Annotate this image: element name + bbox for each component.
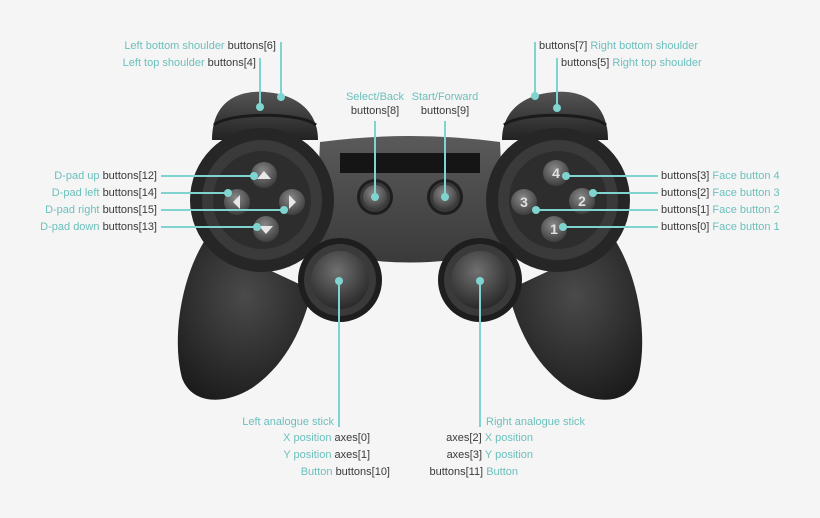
label-left-stick-x: X position axes[0] — [283, 431, 370, 445]
label-index: buttons[12] — [102, 170, 157, 182]
label-right-bottom-shoulder: buttons[7] Right bottom shoulder — [539, 39, 698, 53]
label-dpad-up: D-pad up buttons[12] — [54, 169, 157, 183]
arrow-down-icon — [259, 226, 273, 234]
label-start: Start/Forward buttons[9] — [405, 90, 485, 118]
label-index: buttons[8] — [350, 105, 400, 117]
label-index: buttons[3] — [661, 170, 710, 182]
label-name: Right analogue stick — [486, 416, 586, 428]
label-name: X position — [283, 432, 332, 444]
dpad-up-button[interactable] — [251, 162, 277, 188]
label-face-2: buttons[1] Face button 2 — [661, 203, 780, 217]
label-index: axes[0] — [334, 432, 370, 444]
label-name: Select/Back — [345, 91, 405, 103]
label-right-stick-x: axes[2] X position — [446, 431, 533, 445]
label-name: Right top shoulder — [612, 57, 702, 69]
label-name: Right bottom shoulder — [590, 40, 699, 52]
label-dpad-down: D-pad down buttons[13] — [40, 220, 157, 234]
label-left-stick-button: Button buttons[10] — [301, 465, 390, 479]
dpad-down-button[interactable] — [253, 216, 279, 242]
face-button-1[interactable]: 1 — [541, 216, 567, 242]
label-name: Left bottom shoulder — [124, 40, 225, 52]
label-index: buttons[9] — [420, 105, 470, 117]
arrow-left-icon — [233, 195, 240, 209]
label-dpad-left: D-pad left buttons[14] — [52, 186, 157, 200]
label-name: D-pad right — [45, 204, 100, 216]
label-name: Start/Forward — [411, 91, 479, 103]
svg-text:3: 3 — [520, 194, 528, 210]
label-index: axes[2] — [446, 432, 482, 444]
label-left-top-shoulder: Left top shoulder buttons[4] — [123, 56, 256, 70]
label-name: Left top shoulder — [122, 57, 205, 69]
label-name: Face button 3 — [712, 187, 780, 199]
label-dpad-right: D-pad right buttons[15] — [45, 203, 157, 217]
label-index: buttons[14] — [102, 187, 157, 199]
arrow-right-icon — [289, 195, 296, 209]
label-left-bottom-shoulder: Left bottom shoulder buttons[6] — [124, 39, 276, 53]
display-strip — [340, 153, 480, 173]
label-name: Face button 4 — [712, 170, 780, 182]
label-index: buttons[0] — [661, 221, 710, 233]
label-index: buttons[13] — [102, 221, 157, 233]
label-right-stick-y: axes[3] Y position — [447, 448, 533, 462]
label-face-1: buttons[0] Face button 1 — [661, 220, 780, 234]
label-name: D-pad left — [51, 187, 100, 199]
label-name: Y position — [283, 449, 332, 461]
label-name: D-pad down — [40, 221, 100, 233]
label-index: buttons[5] — [561, 57, 610, 69]
left-pad-housing — [190, 128, 334, 272]
left-shoulder[interactable] — [212, 91, 318, 140]
face-button-4[interactable]: 4 — [543, 160, 569, 186]
callout-dots — [224, 92, 597, 285]
label-left-stick-y: Y position axes[1] — [283, 448, 370, 462]
label-left-stick-title: Left analogue stick — [242, 415, 334, 429]
label-name: D-pad up — [54, 170, 100, 182]
label-index: buttons[1] — [661, 204, 710, 216]
label-face-3: buttons[2] Face button 3 — [661, 186, 780, 200]
face-button-2[interactable]: 3 — [511, 189, 537, 215]
label-right-stick-title: Right analogue stick — [486, 415, 585, 429]
label-index: axes[1] — [334, 449, 370, 461]
label-index: buttons[11] — [429, 466, 484, 478]
label-name: Left analogue stick — [242, 416, 334, 428]
right-grip — [508, 240, 643, 400]
svg-text:4: 4 — [552, 165, 560, 181]
callout-lines — [161, 42, 658, 427]
label-right-top-shoulder: buttons[5] Right top shoulder — [561, 56, 702, 70]
label-name: Button — [486, 466, 518, 478]
label-index: buttons[7] — [539, 40, 588, 52]
label-name: Y position — [484, 449, 533, 461]
left-grip — [177, 240, 312, 400]
label-index: buttons[15] — [102, 204, 157, 216]
face-button-3[interactable]: 2 — [569, 188, 595, 214]
label-index: axes[3] — [446, 449, 483, 461]
label-name: Face button 2 — [712, 204, 780, 216]
label-select: Select/Back buttons[8] — [335, 90, 415, 118]
arrow-up-icon — [257, 171, 271, 179]
svg-text:1: 1 — [550, 221, 558, 237]
label-index: buttons[4] — [207, 57, 256, 69]
label-name: Button — [300, 466, 333, 478]
label-name: X position — [484, 432, 533, 444]
right-shoulder[interactable] — [502, 91, 608, 140]
label-face-4: buttons[3] Face button 4 — [661, 169, 780, 183]
label-index: buttons[6] — [227, 40, 276, 52]
label-name: Face button 1 — [712, 221, 780, 233]
svg-text:2: 2 — [578, 193, 586, 209]
label-index: buttons[10] — [335, 466, 390, 478]
label-index: buttons[2] — [661, 187, 710, 199]
label-right-stick-button: buttons[11] Button — [430, 465, 519, 479]
